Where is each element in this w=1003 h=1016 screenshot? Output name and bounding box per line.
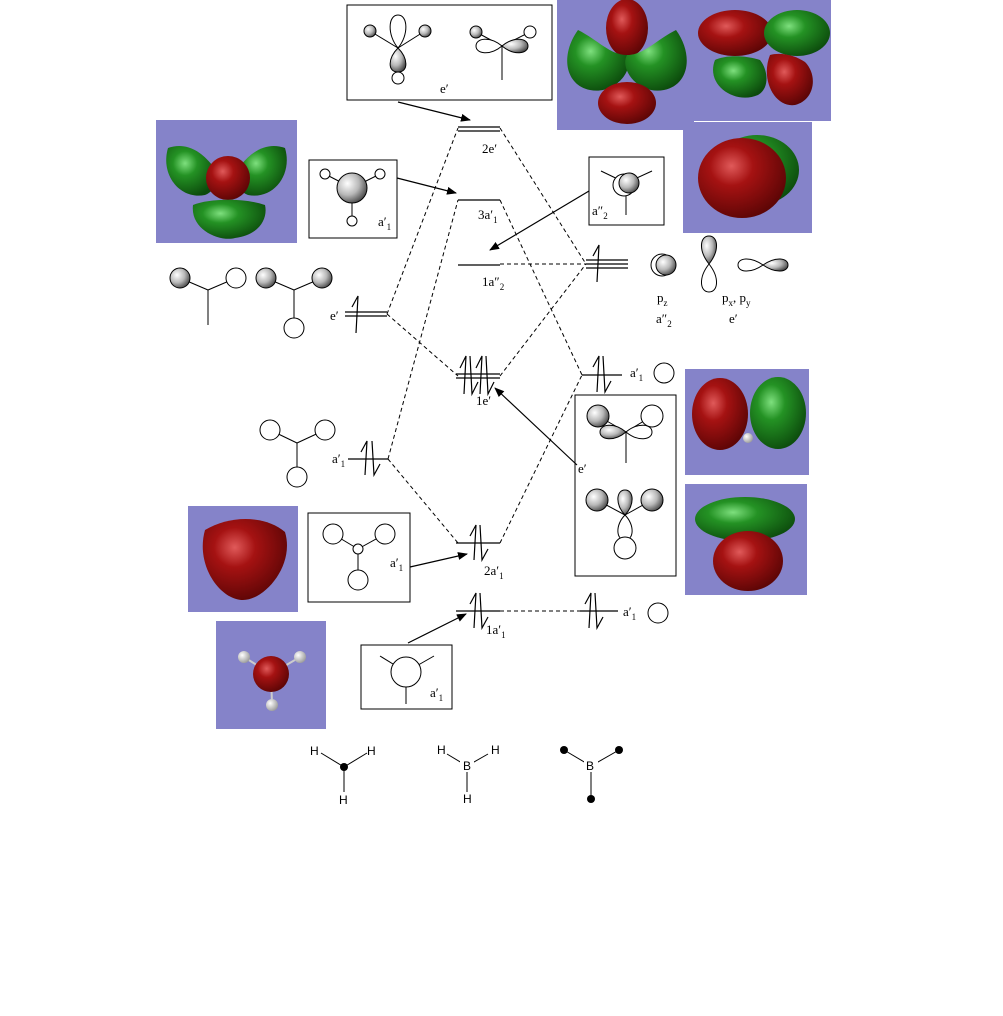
isosurface-1e-prime-b <box>685 484 807 595</box>
h3-e-prime-sketch-1 <box>169 267 247 325</box>
isosurface-2a1-prime <box>188 506 298 612</box>
isosurface-1e-prime-a <box>685 369 809 475</box>
label-2a1-prime: 2a′1 <box>484 563 504 581</box>
bh3-atom-b: B <box>463 759 471 773</box>
top-box-label: e′ <box>440 81 449 96</box>
label-3a1-prime: 3a′1 <box>478 207 498 225</box>
e-prime-box-right: e′ <box>574 394 677 577</box>
h3-e-prime-sketch-2 <box>255 267 333 339</box>
h3-fragment-levels <box>345 295 388 478</box>
molecule-bh3: H B H H <box>437 743 500 806</box>
boron-px-py-label: px, py <box>722 290 751 308</box>
label-1a1-prime: 1a′1 <box>486 622 506 640</box>
a1-upper-box: a′1 <box>308 159 398 239</box>
label-1a2-dblprime: 1a″2 <box>482 274 504 292</box>
isosurface-2e-prime-b <box>694 0 831 121</box>
boron-pz-sketch <box>650 253 677 277</box>
e-box-label: e′ <box>578 461 587 476</box>
label-1e-prime: 1e′ <box>476 393 491 408</box>
arrow-a2-box <box>489 190 590 251</box>
boron-py-sketch <box>701 235 717 293</box>
boron-a1-prime-2s-label: a′1 <box>630 365 643 383</box>
boron-pz-label: pz <box>657 290 668 308</box>
boron-2s-sketch <box>653 362 675 384</box>
h3-a1-prime-label: a′1 <box>332 451 345 469</box>
h3-e-prime-label: e′ <box>330 308 339 323</box>
bh3-atom-2: H <box>491 743 500 757</box>
mo-electrons <box>459 355 495 631</box>
mo-levels <box>456 126 500 612</box>
arrow-a1-upper-box <box>396 177 457 195</box>
a1-lower-box: a′1 <box>360 644 453 710</box>
top-e-prime-box: e′ <box>346 4 553 101</box>
arrow-a1-mid-box <box>409 552 468 568</box>
isosurface-3a1-prime <box>156 120 297 243</box>
bh3-atom-3: H <box>463 792 472 806</box>
arrow-top-box <box>397 101 471 122</box>
isosurface-1a1-prime <box>216 621 326 729</box>
isosurface-1a2-dblprime <box>683 122 812 233</box>
bh3-atom-1: H <box>437 743 446 757</box>
h3-atom-3: H <box>339 793 348 807</box>
a1-mid-box: a′1 <box>307 512 411 603</box>
mo-level-labels: 2e′ 3a′1 1a″2 1e′ 2a′1 1a′1 <box>476 141 506 640</box>
h3-atom-1: H <box>310 744 319 758</box>
arrow-e-box <box>494 387 578 466</box>
boron-e-prime-label: e′ <box>729 311 738 326</box>
a2-dblprime-box: a″2 <box>588 156 665 226</box>
boron-a1-prime-1s-label: a′1 <box>623 604 636 622</box>
boron-1s-sketch <box>647 602 669 624</box>
boron-px-sketch <box>737 258 789 272</box>
molecule-boron: B <box>560 746 623 803</box>
h3-a1-prime-sketch <box>259 419 336 488</box>
isosurface-2e-prime-a <box>557 0 694 130</box>
boron-fragment-levels <box>580 244 628 631</box>
molecule-h3: H H H <box>310 744 376 807</box>
arrow-a1-lower-box <box>407 613 467 644</box>
label-2e-prime: 2e′ <box>482 141 497 156</box>
h3-atom-2: H <box>367 744 376 758</box>
boron-a2-dblprime-label: a″2 <box>656 311 672 329</box>
boron-atom: B <box>586 759 594 773</box>
correlation-lines <box>386 127 587 612</box>
